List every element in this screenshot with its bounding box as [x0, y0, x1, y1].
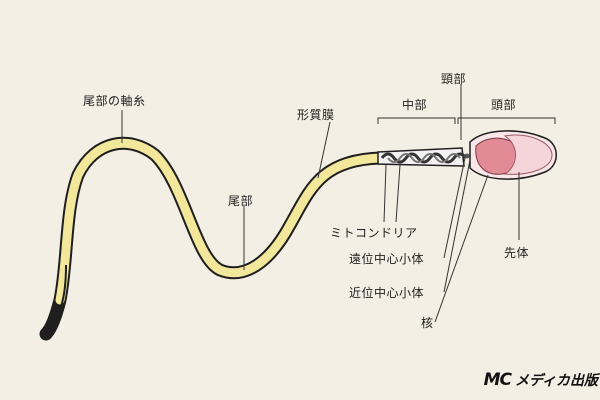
label-axial-filament: 尾部の軸糸: [83, 94, 146, 108]
leader-membrane: [317, 121, 331, 179]
label-head: 頭部: [491, 98, 517, 112]
tail-core: [55, 138, 385, 305]
label-nucleus: 核: [421, 316, 434, 330]
label-midpiece: 中部: [402, 98, 428, 112]
leader-distal: [443, 157, 466, 259]
leader-proximal: [443, 159, 471, 293]
acrosome-shape: [503, 134, 553, 175]
leader-nucleus: [434, 174, 489, 323]
label-tail: 尾部: [228, 194, 254, 208]
label-neck: 頸部: [441, 72, 467, 86]
tail-end: [43, 264, 67, 335]
midpiece-tube: [377, 147, 465, 167]
label-acrosome: 先体: [504, 246, 530, 260]
centriole-mark: [464, 153, 470, 159]
label-proximal-centriole: 近位中心小体: [349, 286, 425, 300]
label-mitochondria: ミトコンドリア: [330, 226, 418, 240]
label-plasma-membrane: 形質膜: [297, 108, 335, 122]
head-bracket: [457, 117, 556, 124]
logo-text: メディカ出版: [514, 373, 598, 389]
logo-mark: MC: [483, 370, 512, 390]
leader-mito-1: [383, 164, 387, 223]
leader-mito-2: [395, 164, 401, 223]
mitochondria-helix-back: [387, 153, 461, 163]
label-distal-centriole: 遠位中心小体: [349, 252, 425, 266]
mitochondria-helix: [380, 152, 468, 164]
midpiece-bracket: [377, 117, 456, 124]
